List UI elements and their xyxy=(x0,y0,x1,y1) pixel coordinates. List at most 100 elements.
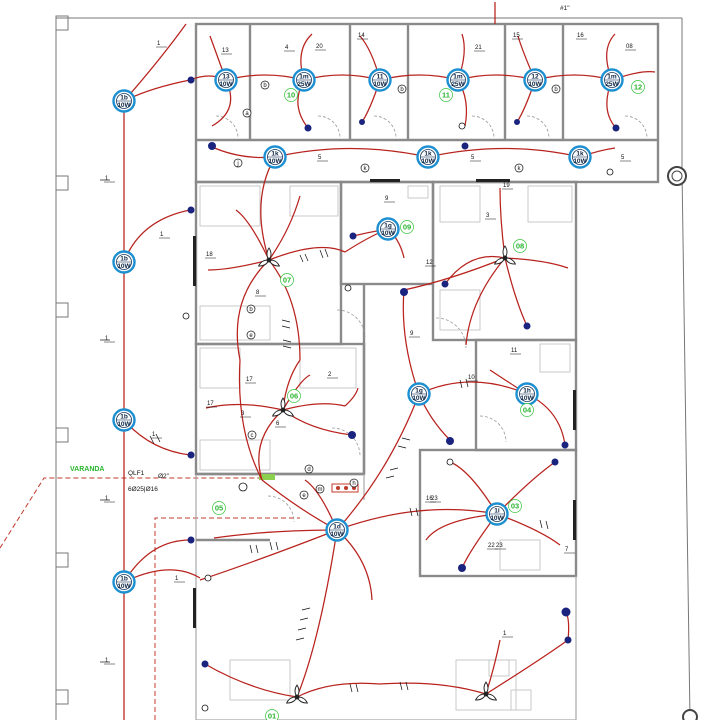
switch-label: 20 xyxy=(316,44,323,50)
junction-box: e xyxy=(246,330,256,340)
switch-label: 12 xyxy=(426,260,433,266)
varanda-label: VARANDA xyxy=(70,466,104,473)
top-circuit-label: #1" xyxy=(560,5,570,12)
junction-label: b xyxy=(263,83,267,89)
switch-label: 1 xyxy=(175,576,179,582)
room-tag-label: 08 xyxy=(516,242,524,251)
lamp-code: 1m xyxy=(299,74,309,81)
switch-label: 1 xyxy=(105,336,109,342)
lamp-code: 13 xyxy=(222,74,230,81)
lamp-power: 10W xyxy=(268,158,282,165)
fan-room-07-fan-icon xyxy=(257,247,281,267)
junction-box: h xyxy=(349,478,359,488)
switch-label: 1 xyxy=(152,432,156,438)
fan-room-01a-fan-icon xyxy=(285,684,309,704)
junction-box: m xyxy=(315,484,325,494)
room-tag-04: 04 xyxy=(520,403,534,417)
panel-label: QLF1 xyxy=(128,470,145,477)
switch-label: 23 xyxy=(496,543,503,549)
junction-box: b xyxy=(246,304,256,314)
room-tag-05: 05 xyxy=(212,501,226,515)
junction-label: e xyxy=(302,493,306,499)
switch-label: 11 xyxy=(511,348,518,354)
switch-label: 13 xyxy=(222,48,229,54)
room-tag-label: 06 xyxy=(290,392,298,401)
lamp-power: 25W xyxy=(451,81,465,88)
switch-label: 1 xyxy=(105,176,109,182)
veranda-outline xyxy=(0,477,300,720)
switch-label: 14 xyxy=(358,33,365,39)
junction-label: c xyxy=(251,433,254,439)
switch-label: 5 xyxy=(318,155,322,161)
switch-label: 8 xyxy=(256,290,260,296)
room-tag-12: 12 xyxy=(631,80,645,94)
switch-label: 9 xyxy=(410,331,414,337)
room-tag-label: 10 xyxy=(287,91,295,100)
junction-box: j xyxy=(233,158,243,168)
lamp-code: 1d xyxy=(333,524,341,531)
junction-box: k xyxy=(514,163,524,173)
lamp-code: 1m xyxy=(607,74,617,81)
lamp-power: 25W xyxy=(297,81,311,88)
switch-label: 1 xyxy=(105,496,109,502)
lamp-code: 1i xyxy=(494,508,500,515)
lamp-power: 10W xyxy=(528,81,542,88)
panel-spec: 6Ø25|Ø16 xyxy=(128,486,158,493)
room-tag-label: 04 xyxy=(523,406,532,415)
switch-label: 3 xyxy=(486,213,490,219)
lamp-code: 1b xyxy=(120,414,128,421)
switch-label: 4 xyxy=(285,45,289,51)
lamp-power: 10W xyxy=(117,263,131,270)
room-tag-03: 03 xyxy=(508,499,522,513)
room-tag-label: 01 xyxy=(268,712,276,720)
lamp-code: 1m xyxy=(453,74,463,81)
junction-box: b xyxy=(397,84,407,94)
switch-label: 16 xyxy=(426,496,433,502)
lamp-code: 1k xyxy=(424,151,432,158)
walls xyxy=(194,22,660,720)
lamp-power: 10W xyxy=(520,395,534,402)
switch-label: 1 xyxy=(105,658,109,664)
lamp-code: 1b xyxy=(120,576,128,583)
lamp-power: 25W xyxy=(605,81,619,88)
room-tag-10: 10 xyxy=(284,88,298,102)
switch-label: 17 xyxy=(246,377,253,383)
lamp-power: 10W xyxy=(117,421,131,428)
junction-label: a xyxy=(245,111,249,117)
lamp-power: 10W xyxy=(117,583,131,590)
lamp-code: 11 xyxy=(377,74,384,81)
room-tag-label: 09 xyxy=(403,223,411,232)
fans-layer xyxy=(257,245,517,704)
room-tag-08: 08 xyxy=(513,239,527,253)
junction-label: e xyxy=(249,333,253,339)
room-tag-01: 01 xyxy=(265,709,279,720)
switch-label: 9 xyxy=(385,196,389,202)
switch-label: 5 xyxy=(621,155,625,161)
junction-box: a xyxy=(242,108,252,118)
junction-box: b xyxy=(260,80,270,90)
lamps-layer: 1b10W1b10W1b10W1b10W1310W1m25W1110W1m25W… xyxy=(112,68,624,594)
furniture xyxy=(199,185,573,711)
lamp-power: 10W xyxy=(421,158,435,165)
junction-label: b xyxy=(400,87,404,93)
switch-label: 15 xyxy=(513,33,520,39)
junction-box: b xyxy=(551,84,561,94)
switch-label: 08 xyxy=(626,44,633,50)
fan-room-01b-fan-icon xyxy=(474,681,498,701)
doors xyxy=(215,115,648,523)
fan-room-06-fan-icon xyxy=(271,397,295,417)
